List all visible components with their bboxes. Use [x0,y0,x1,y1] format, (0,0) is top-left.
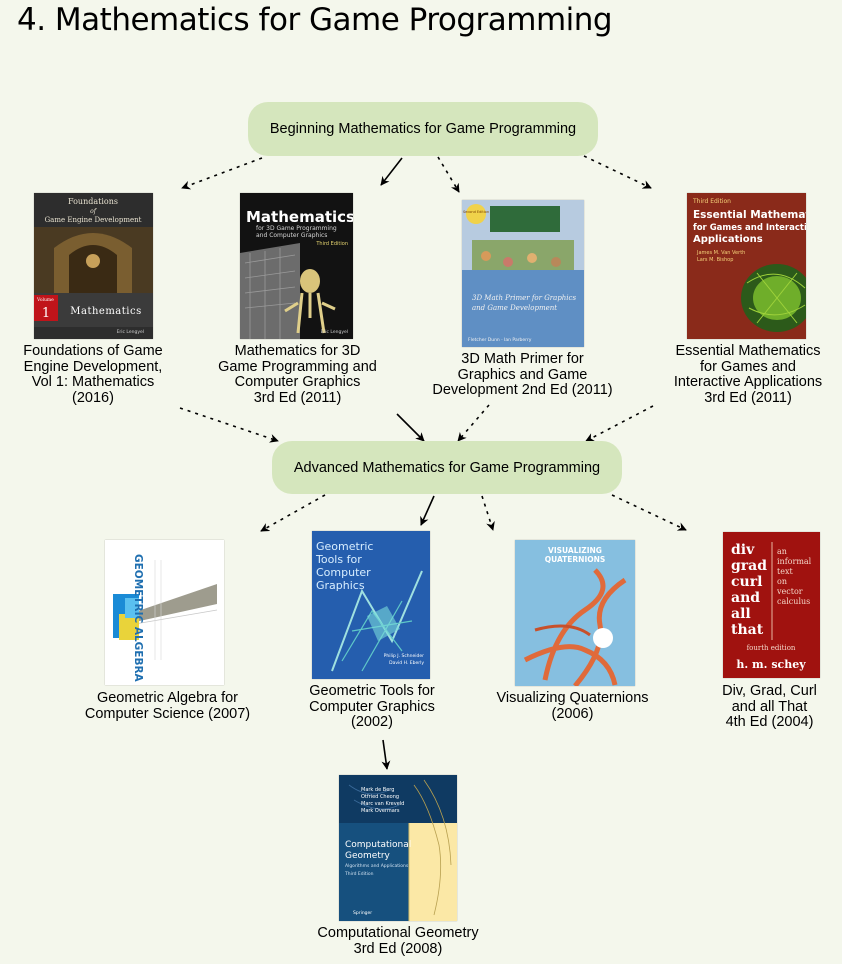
cover-text: Applications [693,234,763,245]
arrow-begin-to-math3d [380,157,403,186]
book-caption-quat: Visualizing Quaternions (2006) [496,690,649,722]
arrow-adv-to-geotools [420,495,435,526]
book-caption-primer: 3D Math Primer for Graphics and Game Dev… [432,351,613,398]
arrow-begin-to-primer [437,156,460,193]
book-cover-primer: Second Edition 3D Math Primer for Graphi… [462,200,584,347]
cover-text: Fletcher Dunn · Ian Parberry [468,337,532,343]
cover-text: James M. Van Verth [696,250,745,256]
arrow-adv-to-geoalg [260,494,326,532]
cover-text: Second Edition [463,210,489,214]
cover-text: David H. Eberly [389,660,424,666]
arrow-adv-to-quat [481,495,495,531]
cover-text: Eric Lengyel [117,329,144,335]
arrow-geotools-to-compgeo [381,739,391,770]
cover-text: GEOMETRIC ALGEBRA [132,554,144,683]
node-beginning-mathematics: Beginning Mathematics for Game Programmi… [248,102,598,156]
cover-text: Game Engine Development [45,216,142,224]
cover-text: Otfried Cheong [361,794,399,800]
cover-text: vector [776,587,803,596]
cover-text: Computational [345,840,411,850]
cover-text: of [90,208,98,215]
cover-text: Mark Overmars [361,808,400,814]
cover-text: QUATERNIONS [545,555,606,564]
cover-text: Third Edition [315,241,348,247]
cover-text: Mathematics [246,208,353,226]
cover-text: div [731,542,755,558]
arrow-begin-to-foundations [181,157,263,190]
cover-text: fourth edition [747,644,796,652]
cover-text: VISUALIZING [548,546,602,555]
cover-text: Volume [36,297,54,303]
cover-text: on [777,577,787,586]
cover-text: Tools for [315,553,362,566]
book-caption-foundations: Foundations of Game Engine Development, … [23,343,163,406]
book-cover-math3d: Mathematics for 3D Game Programming and … [240,193,353,339]
cover-text: calculus [777,597,810,606]
book-cover-compgeo: Mark de Berg Otfried Cheong Marc van Kre… [339,775,457,921]
page-title: 4. Mathematics for Game Programming [17,2,613,38]
cover-text: Lars M. Bishop [697,257,733,263]
book-cover-quat: VISUALIZING QUATERNIONS [515,540,635,686]
arrow-begin-to-essential [583,155,652,189]
cover-text: h. m. schey [736,658,806,671]
book-caption-math3d: Mathematics for 3D Game Programming and … [218,343,377,406]
book-caption-geotools: Geometric Tools for Computer Graphics (2… [309,683,435,730]
book-cover-geoalg: GEOMETRIC ALGEBRA [105,540,224,685]
cover-text: that [731,622,764,638]
cover-text: Geometry [345,851,391,861]
cover-text: Philip J. Schneider [384,653,424,659]
cover-text: and Game Development [472,304,557,312]
book-caption-divgrad: Div, Grad, Curl and all That 4th Ed (200… [722,683,817,730]
cover-text: an [777,547,787,556]
cover-text: Geometric [316,540,373,553]
cover-text: Third Edition [344,871,374,877]
cover-text: all [731,606,751,622]
cover-text: Third Edition [692,198,731,205]
arrow-foundations-to-adv [179,407,279,443]
cover-text: 3D Math Primer for Graphics [472,294,576,302]
book-cover-essential: Third Edition Essential Mathematics for … [687,193,806,339]
cover-text: Eric Lengyel [321,329,348,335]
cover-text: for Games and Interactive [693,223,806,233]
cover-text: Springer [353,910,372,916]
cover-text: Marc van Kreveld [361,801,404,807]
cover-text: Mathematics [70,306,141,317]
book-cover-foundations: Foundations of Game Engine Development V… [34,193,153,339]
cover-text: curl [731,574,762,590]
cover-text: for 3D Game Programming [256,225,337,232]
cover-text: and [731,590,760,606]
cover-text: grad [731,558,767,574]
book-cover-geotools: Geometric Tools for Computer Graphics Ph… [312,531,430,679]
book-cover-divgrad: div grad curl and all that an informal t… [723,532,820,678]
book-caption-geoalg: Geometric Algebra for Computer Science (… [84,690,251,722]
book-caption-compgeo: Computational Geometry 3rd Ed (2008) [317,925,479,957]
cover-text: Computer [316,566,371,579]
cover-text: Mark de Berg [361,787,394,793]
cover-text: and Computer Graphics [256,232,327,239]
cover-text: Essential Mathematics [693,209,806,221]
arrow-adv-to-divgrad [611,494,687,531]
cover-text: text [777,567,793,576]
arrow-essential-to-adv [585,405,654,442]
cover-text: Graphics [316,579,365,592]
cover-text: Foundations [68,197,118,206]
arrow-math3d-to-adv [396,413,425,442]
cover-text: 1 [42,306,50,321]
arrow-primer-to-adv [457,404,490,442]
book-caption-essential: Essential Mathematics for Games and Inte… [673,343,823,406]
node-advanced-mathematics: Advanced Mathematics for Game Programmin… [272,441,622,494]
cover-text: Algorithms and Applications [345,863,409,869]
cover-text: informal [777,557,812,566]
